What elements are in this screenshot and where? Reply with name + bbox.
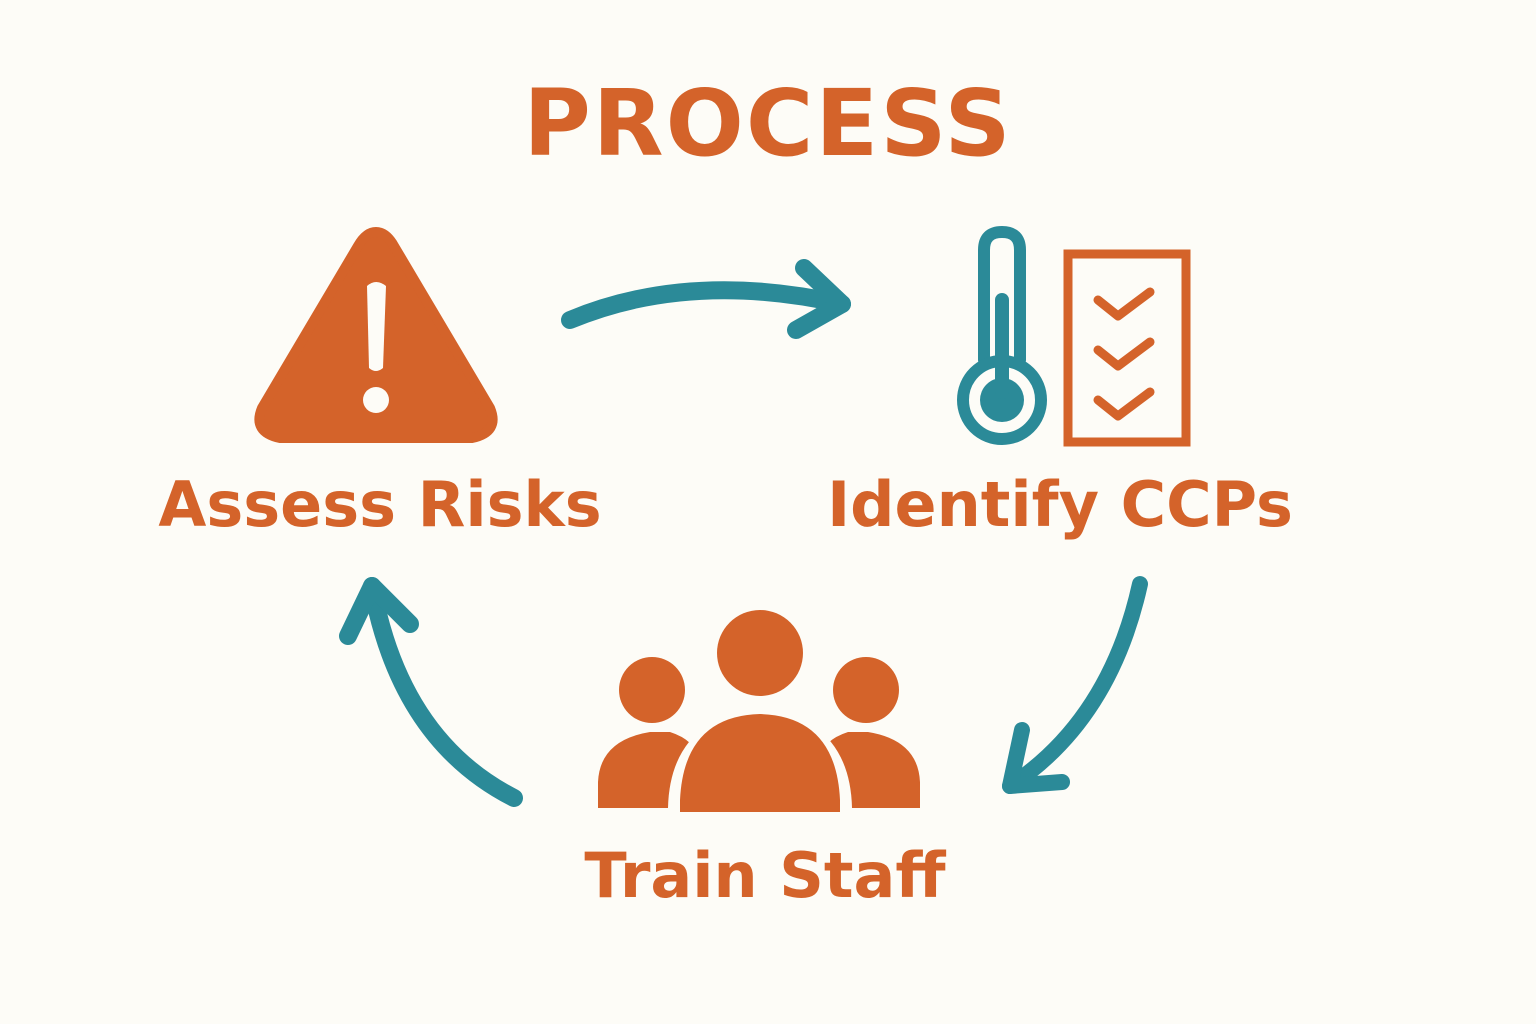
arrow-train-to-assess [339,577,523,807]
step-label-assess-risks: Assess Risks [158,468,602,541]
thermometer-icon [957,225,1047,445]
arrow-identify-to-train [1002,576,1148,794]
step-label-identify-ccps: Identify CCPs [827,468,1293,541]
warning-triangle-icon [254,227,498,443]
arrow-assess-to-identify [561,259,851,339]
checklist-icon [1063,249,1191,447]
step-label-train-staff: Train Staff [584,839,946,912]
people-group-icon [598,601,920,816]
diagram-title: PROCESS [523,70,1013,177]
